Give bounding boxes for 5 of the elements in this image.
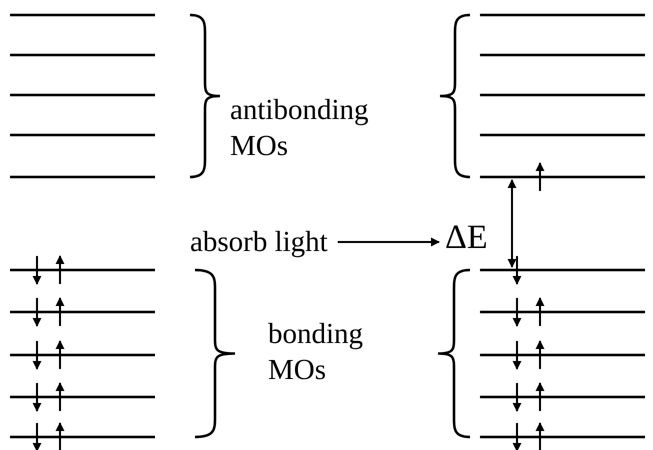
text-label: absorb light: [190, 224, 328, 260]
group-label: antibonding MOs: [230, 93, 370, 164]
group-label: bonding MOs: [268, 317, 364, 388]
energy-gap-label: ΔE: [445, 220, 488, 256]
arrow: [338, 238, 440, 246]
